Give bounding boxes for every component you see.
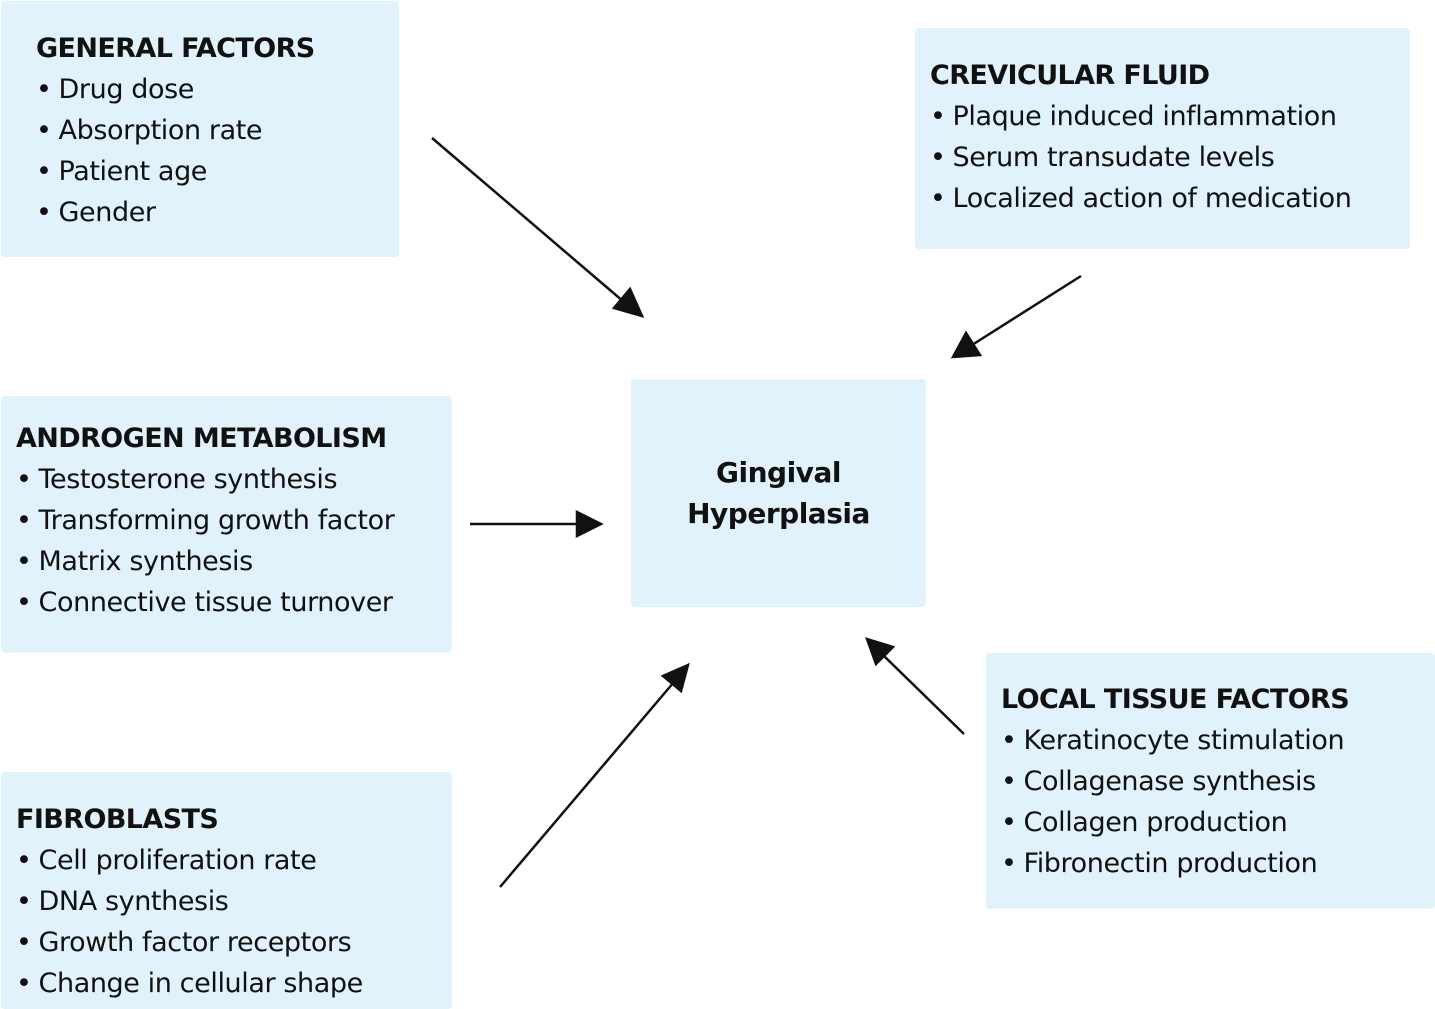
list-item: Change in cellular shape bbox=[16, 963, 452, 1004]
list-item: Absorption rate bbox=[36, 110, 399, 151]
list-item: Cell proliferation rate bbox=[16, 840, 452, 881]
list-item: Matrix synthesis bbox=[16, 541, 452, 582]
arrowhead-androgen bbox=[575, 509, 604, 539]
center-title: Gingival Hyperplasia bbox=[687, 452, 870, 534]
list-item: Serum transudate levels bbox=[930, 137, 1410, 178]
androgen-metabolism-box: ANDROGEN METABOLISM Testosterone synthes… bbox=[1, 396, 452, 653]
list-item: Growth factor receptors bbox=[16, 922, 452, 963]
fibroblasts-list: Cell proliferation rate DNA synthesis Gr… bbox=[16, 840, 452, 1004]
list-item: Keratinocyte stimulation bbox=[1001, 720, 1435, 761]
center-title-line2: Hyperplasia bbox=[687, 497, 870, 530]
center-title-line1: Gingival bbox=[716, 456, 841, 489]
arrow-fibroblasts-to-center bbox=[499, 681, 675, 888]
list-item: Fibronectin production bbox=[1001, 843, 1435, 884]
arrowhead-fibroblasts bbox=[660, 662, 690, 694]
list-item: Gender bbox=[36, 192, 399, 233]
arrow-crevicular-to-center bbox=[971, 274, 1082, 347]
list-item: Collagen production bbox=[1001, 802, 1435, 843]
list-item: Drug dose bbox=[36, 69, 399, 110]
crevicular-fluid-box: CREVICULAR FLUID Plaque induced inflamma… bbox=[915, 28, 1410, 249]
crevicular-fluid-list: Plaque induced inflammation Serum transu… bbox=[930, 96, 1410, 219]
local-tissue-factors-list: Keratinocyte stimulation Collagenase syn… bbox=[1001, 720, 1435, 884]
androgen-metabolism-list: Testosterone synthesis Transforming grow… bbox=[16, 459, 452, 623]
list-item: Connective tissue turnover bbox=[16, 582, 452, 623]
list-item: Collagenase synthesis bbox=[1001, 761, 1435, 802]
arrowhead-crevicular bbox=[950, 330, 983, 359]
general-factors-title: GENERAL FACTORS bbox=[36, 33, 315, 64]
arrow-general-to-center bbox=[431, 137, 625, 303]
local-tissue-factors-title: LOCAL TISSUE FACTORS bbox=[1001, 684, 1350, 715]
general-factors-list: Drug dose Absorption rate Patient age Ge… bbox=[36, 69, 399, 233]
fibroblasts-title: FIBROBLASTS bbox=[16, 804, 219, 835]
local-tissue-factors-box: LOCAL TISSUE FACTORS Keratinocyte stimul… bbox=[986, 653, 1435, 909]
list-item: Transforming growth factor bbox=[16, 500, 452, 541]
list-item: Patient age bbox=[36, 151, 399, 192]
general-factors-box: GENERAL FACTORS Drug dose Absorption rat… bbox=[1, 1, 399, 257]
fibroblasts-box: FIBROBLASTS Cell proliferation rate DNA … bbox=[1, 772, 452, 1009]
list-item: Testosterone synthesis bbox=[16, 459, 452, 500]
list-item: Plaque induced inflammation bbox=[930, 96, 1410, 137]
androgen-metabolism-title: ANDROGEN METABOLISM bbox=[16, 423, 387, 454]
arrowhead-local bbox=[864, 637, 896, 667]
arrow-local-to-center bbox=[882, 654, 965, 735]
arrowhead-general bbox=[611, 286, 645, 318]
crevicular-fluid-title: CREVICULAR FLUID bbox=[930, 60, 1210, 91]
center-box: Gingival Hyperplasia bbox=[631, 379, 926, 607]
list-item: DNA synthesis bbox=[16, 881, 452, 922]
list-item: Localized action of medication bbox=[930, 178, 1410, 219]
